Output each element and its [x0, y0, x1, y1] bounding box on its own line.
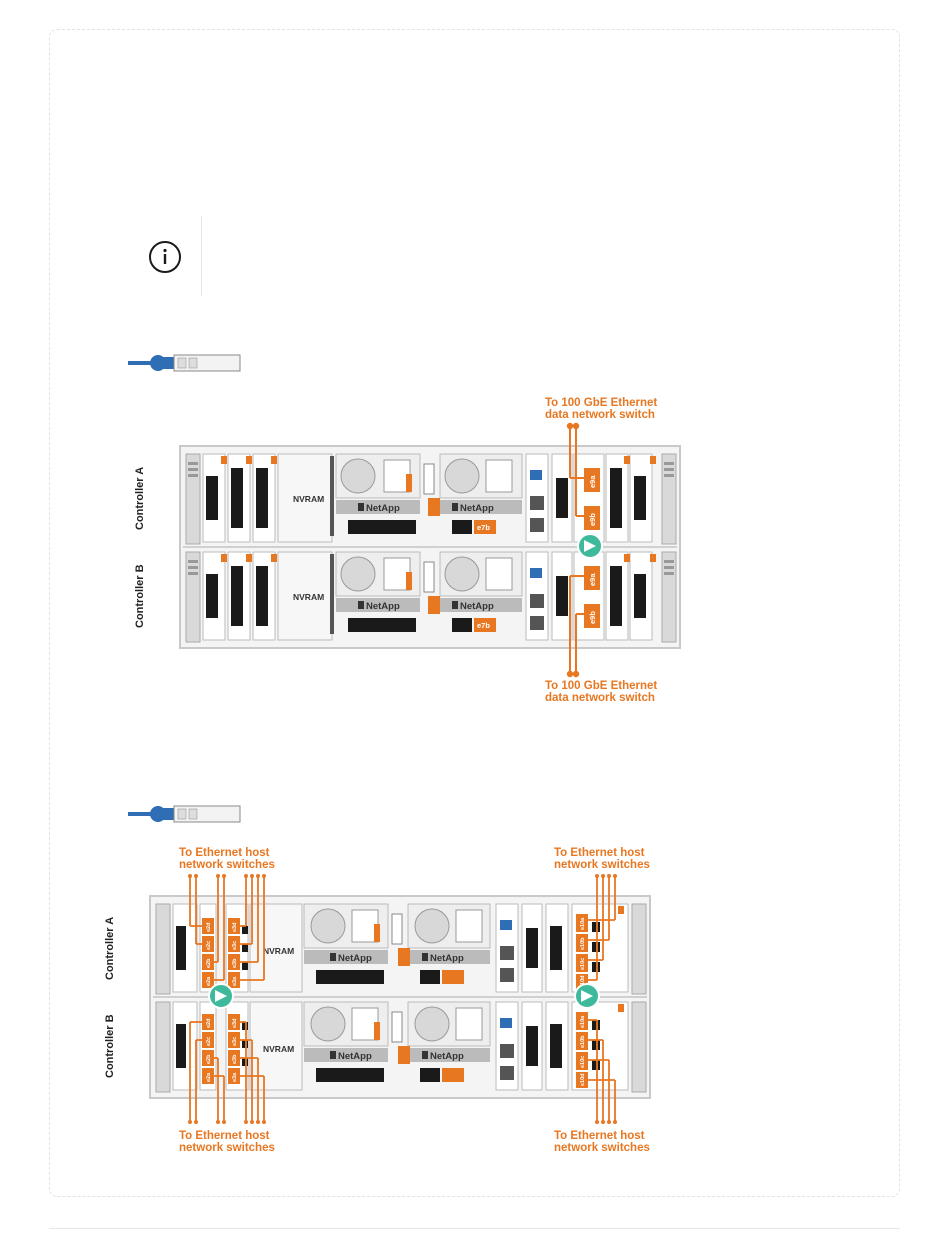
brand-label-b2: NetApp [460, 601, 494, 612]
top-right-callout-line1: To Ethernet host [554, 847, 645, 859]
port-e10d-a: e10d [580, 975, 586, 988]
note-divider [201, 216, 202, 296]
port-e3c-b: e3c [232, 1037, 238, 1046]
host-cable-ends-top-left [188, 874, 266, 878]
host-cables-top-left [189, 876, 265, 981]
port-e3c-a: e3c [232, 941, 238, 950]
controller-b-label-2: Controller B [104, 1014, 116, 1078]
top-right-callout-line2: network switches [554, 859, 650, 871]
controller-b-label: Controller B [134, 564, 146, 628]
port-e2c-a: e2c [206, 941, 212, 950]
bottom-left-callout-line2: network switches [179, 1142, 275, 1154]
port-e9a-b: e9a [588, 573, 597, 586]
info-circle-icon [149, 241, 181, 273]
port-e9b-b: e9b [588, 611, 597, 624]
port-e2d-a: e2d [206, 923, 212, 932]
top-left-callout-line1: To Ethernet host [179, 847, 270, 859]
data-cables-a [566, 422, 584, 517]
controller-b-ports-2: e2d e2c e2b e2a e3d e3c e3b e3a e10a e10… [202, 1012, 600, 1088]
port-e9a-a: e9a [588, 475, 597, 488]
controller-a-ports-2: e2d e2c e2b e2a e3d e3c e3b e3a e10a e10… [202, 914, 600, 990]
port-e7b-b: e7b [477, 621, 490, 630]
bottom-callout-line2: data network switch [545, 692, 655, 704]
brand-label-a2-2: NetApp [430, 953, 464, 964]
port-e3d-a: e3d [232, 923, 238, 932]
data-cables-b [566, 575, 584, 678]
bottom-left-callout-line1: To Ethernet host [179, 1130, 270, 1142]
port-e2a-b: e2a [206, 1072, 212, 1082]
port-e9b-a: e9b [588, 513, 597, 526]
brand-label-a2: NetApp [460, 503, 494, 514]
cabling-diagram-host: To Ethernet host network switches To Eth… [104, 847, 651, 1154]
direction-badge-right [574, 983, 600, 1009]
controller-a-panel: NVRAM NetApp NetApp e7b e9a e9b [185, 453, 677, 545]
brand-label-b1-2: NetApp [338, 1051, 372, 1062]
top-callout-line2: data network switch [545, 409, 655, 421]
brand-label-a1: NetApp [366, 503, 400, 514]
nvram-label-a: NVRAM [293, 494, 324, 504]
top-callout-line1: To 100 GbE Ethernet [545, 397, 657, 409]
direction-badge [577, 533, 603, 559]
qsfp-cable-icon [128, 805, 241, 823]
brand-label-a1-2: NetApp [338, 953, 372, 964]
cabling-diagram-100gbe: To 100 GbE Ethernet data network switch … [134, 397, 681, 704]
port-e10c-b: e10c [580, 1056, 586, 1068]
port-e10b-a: e10b [580, 937, 586, 950]
port-e7b-a: e7b [477, 523, 490, 532]
bottom-right-callout-line1: To Ethernet host [554, 1130, 645, 1142]
nvram-label-b-2: NVRAM [263, 1044, 294, 1054]
qsfp-cable-icon [128, 354, 241, 372]
host-cable-ends-bottom-right [595, 1120, 617, 1124]
port-e3b-a: e3b [232, 958, 238, 968]
port-e2b-b: e2b [206, 1054, 212, 1064]
port-e10a-a: e10a [580, 917, 586, 930]
brand-label-b2-2: NetApp [430, 1051, 464, 1062]
footer-divider [49, 1228, 900, 1229]
host-cables-top-right [588, 876, 616, 981]
port-e3b-b: e3b [232, 1054, 238, 1064]
port-e10a-b: e10a [580, 1015, 586, 1028]
brand-label-b1: NetApp [366, 601, 400, 612]
host-cable-ends-bottom-left [188, 1120, 266, 1124]
port-e10b-b: e10b [580, 1035, 586, 1048]
controller-a-label: Controller A [134, 467, 146, 530]
direction-badge-left [208, 983, 234, 1009]
content-card [49, 29, 900, 1197]
port-e10c-a: e10c [580, 958, 586, 970]
controller-b-panel: NVRAM NetApp NetApp e7b e9a e9b [185, 551, 677, 643]
port-e10d-b: e10d [580, 1073, 586, 1086]
nvram-label-b: NVRAM [293, 592, 324, 602]
port-e2c-b: e2c [206, 1037, 212, 1046]
host-cable-ends-top-right [595, 874, 617, 878]
host-cables-bottom-left [189, 1021, 265, 1122]
nvram-label-a-2: NVRAM [263, 946, 294, 956]
port-e2b-a: e2b [206, 958, 212, 968]
port-e3a-a: e3a [232, 976, 238, 986]
bottom-right-callout-line2: network switches [554, 1142, 650, 1154]
host-cables-bottom-right [588, 1019, 616, 1122]
top-left-callout-line2: network switches [179, 859, 275, 871]
port-e2a-a: e2a [206, 976, 212, 986]
controller-a-label-2: Controller A [104, 917, 116, 980]
port-e2d-b: e2d [206, 1019, 212, 1028]
port-e3d-b: e3d [232, 1019, 238, 1028]
bottom-callout-line1: To 100 GbE Ethernet [545, 680, 657, 692]
port-e3a-b: e3a [232, 1072, 238, 1082]
